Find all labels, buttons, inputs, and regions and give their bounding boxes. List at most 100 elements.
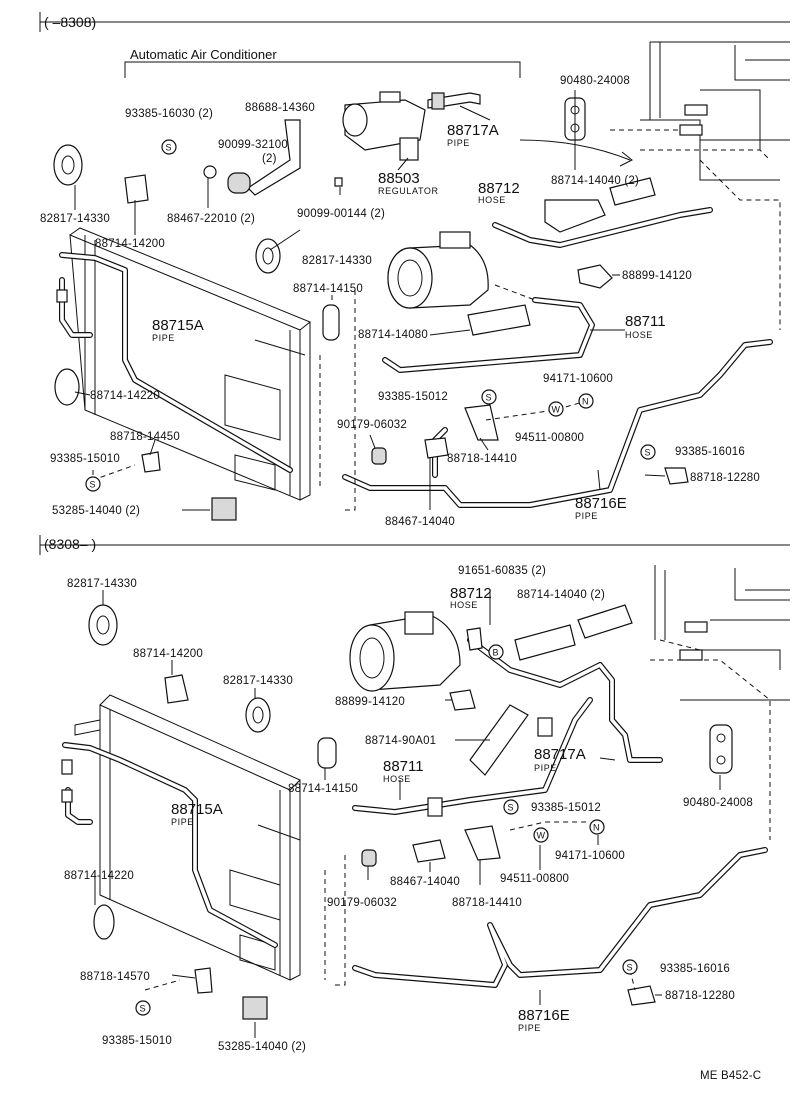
label-88715a: 88715A: [152, 317, 204, 334]
sleeve-88714-90a01: [469, 704, 529, 776]
label-88718-12280: 88718-12280: [690, 472, 760, 484]
symbol-s-4: S: [90, 480, 96, 490]
upper-symbols: S S N W S S: [85, 139, 656, 492]
clip-88899-14120: [577, 264, 613, 289]
fitting-top-a: [684, 104, 708, 116]
label-88711-lower-sub: HOSE: [383, 774, 411, 784]
label-90099-32100-qty: (2): [262, 153, 277, 165]
grommet-82817-14330-b: [255, 238, 281, 274]
evaporator-unit-top: [519, 41, 790, 330]
upper-range-bracket: [39, 12, 790, 32]
symbol-s-7: S: [140, 1004, 146, 1014]
upper-section: ( –8308) Automatic Air Conditioner: [39, 12, 790, 528]
grommet-90099-32100: [227, 172, 251, 194]
bracket-88688-14360: [247, 119, 301, 196]
label-88711-lower: 88711: [383, 758, 424, 775]
pipe-end-fitting-upper: [56, 289, 68, 303]
label-82817-14330-a: 82817-14330: [40, 213, 110, 225]
label-88714-14150-lower: 88714-14150: [288, 783, 358, 795]
label-88715a-lower-sub: PIPE: [171, 817, 194, 827]
bracket-90480-24008-lower: [709, 724, 733, 774]
label-88718-14450: 88718-14450: [110, 431, 180, 443]
label-90099-00144: 90099-00144 (2): [297, 208, 385, 220]
sleeve-88714-14040-a: [544, 199, 606, 233]
label-88714-14080: 88714-14080: [358, 329, 428, 341]
label-88714-14040: 88714-14040 (2): [551, 175, 639, 187]
evaporator-unit-bottom: [650, 565, 790, 840]
block-53285-14040: [211, 497, 237, 521]
sleeve-88714-14040-b: [609, 177, 656, 206]
cushion-88714-14200-lower: [164, 674, 189, 704]
label-88714-14150: 88714-14150: [293, 283, 363, 295]
symbol-b-1: B: [493, 648, 499, 658]
label-90480-24008: 90480-24008: [560, 75, 630, 87]
sleeve-88714-14040-lower-a: [514, 624, 576, 661]
clamp-88718-14410-lower: [464, 825, 501, 861]
symbol-s-1: S: [166, 143, 172, 153]
label-88715a-lower: 88715A: [171, 801, 223, 818]
label-88712-sub: HOSE: [478, 195, 506, 205]
fitting-top-b: [679, 124, 703, 136]
label-88712-lower-sub: HOSE: [450, 600, 478, 610]
title-bracket: [124, 61, 521, 78]
label-90480-24008-lower: 90480-24008: [683, 797, 753, 809]
compressor-upper: [387, 231, 536, 309]
label-88467-14040: 88467-14040: [385, 516, 455, 528]
symbol-w-1: W: [552, 405, 561, 415]
label-94171-10600: 94171-10600: [543, 373, 613, 385]
clamp-88718-14570: [194, 967, 213, 994]
label-90179-06032: 90179-06032: [337, 419, 407, 431]
clamp-88718-12280: [664, 467, 689, 485]
label-93385-16030: 93385-16030 (2): [125, 108, 213, 120]
clip-88467-22010: [203, 165, 217, 179]
regulator-88503: [342, 91, 426, 161]
label-88467-14040-lower: 88467-14040: [390, 876, 460, 888]
hose-band-lower: [427, 797, 443, 817]
label-82817-14330-b: 82817-14330: [302, 255, 372, 267]
clamp-88718-14450: [141, 451, 161, 473]
label-53285-14040-lower: 53285-14040 (2): [218, 1041, 306, 1053]
section-title: Automatic Air Conditioner: [130, 47, 277, 62]
label-88714-14220-lower: 88714-14220: [64, 870, 134, 882]
cushion-88714-14220: [54, 368, 80, 406]
grommet-82817-14330-lower-a: [88, 604, 118, 646]
label-88715a-sub: PIPE: [152, 333, 175, 343]
screw-90099-00144: [334, 177, 343, 187]
grommet-82817-14330-lower-b: [245, 697, 271, 733]
label-88714-14220: 88714-14220: [90, 390, 160, 402]
label-88718-14570: 88718-14570: [80, 971, 150, 983]
label-88718-14410-lower: 88718-14410: [452, 897, 522, 909]
label-88503: 88503: [378, 170, 420, 187]
label-88718-14410: 88718-14410: [447, 453, 517, 465]
symbol-n-2: N: [593, 823, 600, 833]
pipe-end-fitting-lower-b: [61, 789, 73, 803]
label-88717a: 88717A: [447, 122, 499, 139]
label-88718-12280-lower: 88718-12280: [665, 990, 735, 1002]
symbol-s-6: S: [627, 963, 633, 973]
label-82817-14330-lower-a: 82817-14330: [67, 578, 137, 590]
label-88711-sub: HOSE: [625, 330, 653, 340]
clamp-88714-14150-lower: [317, 737, 337, 769]
label-88711: 88711: [625, 313, 666, 330]
label-88717a-sub: PIPE: [447, 138, 470, 148]
sleeve-88714-14080: [467, 304, 531, 336]
cushion-88714-14200: [124, 174, 149, 204]
label-90179-06032-lower: 90179-06032: [327, 897, 397, 909]
label-91651-60835: 91651-60835 (2): [458, 565, 546, 577]
hose-band-lower-b: [537, 717, 553, 737]
lower-section: (8308– ): [39, 535, 790, 1053]
label-88899-14120-lower: 88899-14120: [335, 696, 405, 708]
label-88712-lower: 88712: [450, 585, 492, 602]
label-88716e-sub: PIPE: [575, 511, 598, 521]
clamp-88714-14150: [322, 304, 340, 341]
label-93385-15010: 93385-15010: [50, 453, 120, 465]
symbol-s-5: S: [508, 803, 514, 813]
label-93385-15012-lower: 93385-15012: [531, 802, 601, 814]
lower-range-label: (8308– ): [44, 536, 96, 552]
lower-labels: 91651-60835 (2) 82817-14330 88712 HOSE 8…: [64, 565, 753, 1053]
label-94511-00800-lower: 94511-00800: [500, 873, 569, 885]
clamp-88718-12280-lower: [627, 985, 656, 1006]
label-88688-14360: 88688-14360: [245, 102, 315, 114]
compressor-lower: [349, 611, 461, 692]
